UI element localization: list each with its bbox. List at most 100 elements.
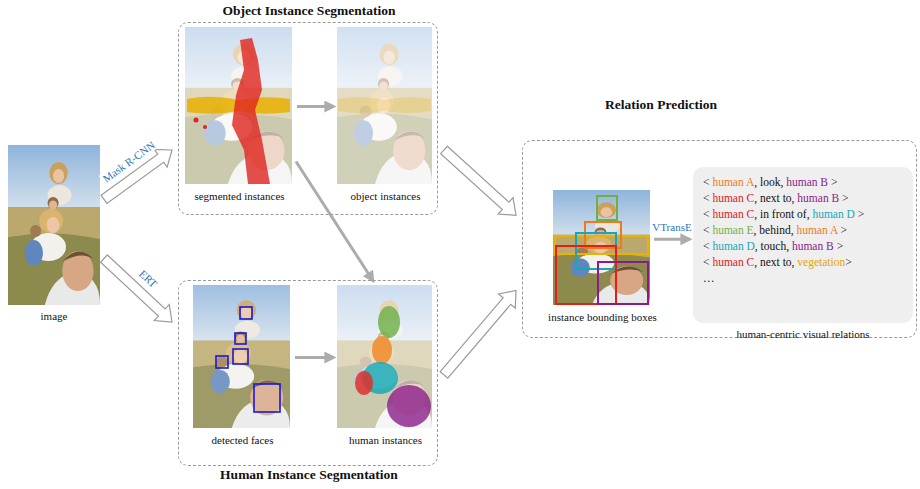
block-arrow	[441, 146, 516, 215]
caption: instance bounding boxes	[548, 311, 657, 323]
triple-part: >	[845, 256, 852, 268]
method-label-holder: VTransE	[650, 221, 693, 234]
caption-holder: human-centric visual relations	[736, 328, 869, 341]
photo	[193, 285, 290, 428]
triple-part: ,	[754, 256, 760, 268]
relation-triple: < human A, look, human B >	[703, 174, 903, 190]
photo-wash	[185, 27, 292, 184]
caption: segmented instances	[194, 190, 284, 202]
triple-part: ,	[754, 224, 760, 236]
vegetation-mask	[338, 97, 431, 113]
caption: detected faces	[212, 434, 274, 446]
triple-part: ,	[780, 176, 786, 188]
flow-arrow	[654, 238, 690, 241]
triple-part: human B	[797, 192, 839, 204]
photo-wash	[337, 285, 432, 428]
photo	[8, 145, 100, 305]
triple-part: ,	[754, 192, 760, 204]
image-panel: segmented instances	[186, 28, 293, 185]
bounding-box	[598, 262, 648, 304]
face-box	[216, 356, 228, 368]
triple-part: look	[760, 176, 780, 188]
human-mask	[372, 336, 392, 364]
image-panel: object instances	[338, 28, 433, 185]
caption-holder: human instances	[349, 434, 422, 447]
triple-part: ,	[754, 208, 760, 220]
bounding-box	[576, 233, 616, 269]
triple-part: behind	[759, 224, 790, 236]
triple-part: ,	[807, 208, 813, 220]
relation-list-box: < human A, look, human B >< human C, nex…	[693, 167, 913, 323]
flow-arrow	[295, 356, 334, 359]
triple-part: >	[855, 208, 864, 220]
triple-part: <	[703, 240, 712, 252]
stage-panel: segmented instancesobject instancesObjec…	[178, 22, 438, 215]
relation-triple: < human C, next to, vegetation>	[703, 254, 903, 270]
bounding-box	[556, 246, 616, 304]
triple-part: human A	[796, 224, 837, 236]
image-panel: image	[8, 145, 100, 305]
triple-part: ,	[755, 240, 761, 252]
method-label: ERT	[136, 266, 162, 291]
photo-wash	[193, 285, 290, 428]
relation-triple: < human D, touch, human B >	[703, 238, 903, 254]
stage-panel: detected faceshuman instancesHuman Insta…	[178, 280, 438, 466]
triple-part: >	[838, 224, 847, 236]
method-label-holder: ERT	[135, 266, 162, 292]
triple-part: touch	[761, 240, 787, 252]
bbox-photo	[553, 190, 650, 305]
triple-part: <	[703, 224, 712, 236]
triple-part: >	[839, 192, 848, 204]
method-label-holder: Mask R-CNN	[98, 137, 159, 186]
triple-part: ,	[792, 192, 798, 204]
triple-part: ,	[792, 256, 798, 268]
image-panel: instance bounding boxes	[554, 191, 651, 306]
heading-holder: Object Instance Segmentation	[222, 3, 395, 18]
stage-panel: instance bounding boxes < human A, look, …	[522, 140, 917, 338]
human-mask	[355, 371, 373, 395]
caption-holder: detected faces	[212, 434, 274, 447]
triple-part: >	[828, 176, 837, 188]
segmented-photo	[185, 27, 292, 184]
triple-part: human C	[712, 192, 754, 204]
mask-fragment	[194, 118, 199, 123]
image-panel: detected faces	[194, 286, 291, 429]
caption-holder: object instances	[351, 190, 421, 203]
relation-triple: …	[703, 270, 903, 286]
caption: image	[41, 310, 68, 322]
relation-triple: < human C, in front of, human D >	[703, 206, 903, 222]
flow-arrow	[296, 161, 373, 281]
photo	[337, 285, 432, 428]
human-mask	[378, 306, 400, 338]
bounding-box	[597, 196, 617, 220]
photo	[337, 27, 432, 184]
mask-fragment	[203, 125, 207, 129]
photo-wash	[337, 27, 432, 184]
triple-part: next to	[760, 192, 792, 204]
triple-part: human D	[712, 240, 754, 252]
caption-holder: instance bounding boxes	[548, 311, 657, 324]
triple-part: <	[703, 192, 712, 204]
triple-part: human C	[712, 208, 754, 220]
triple-part: …	[703, 272, 715, 284]
input-photo	[8, 145, 100, 305]
triple-part: vegetation	[797, 256, 845, 268]
face-box	[240, 307, 252, 319]
human-photo	[337, 285, 432, 428]
triple-part: human C	[712, 256, 754, 268]
faces-photo	[193, 285, 290, 428]
caption: human-centric visual relations	[736, 328, 869, 340]
photo	[185, 27, 292, 184]
triple-part: human A	[712, 176, 754, 188]
triple-part: ,	[791, 224, 797, 236]
person-mask	[232, 38, 270, 184]
human-mask	[387, 385, 431, 427]
triple-part: <	[703, 176, 712, 188]
triple-part: <	[703, 256, 712, 268]
photo	[553, 190, 650, 305]
triple-part: ,	[754, 176, 760, 188]
heading-holder: Human Instance Segmentation	[220, 467, 398, 482]
caption: human instances	[349, 434, 422, 446]
